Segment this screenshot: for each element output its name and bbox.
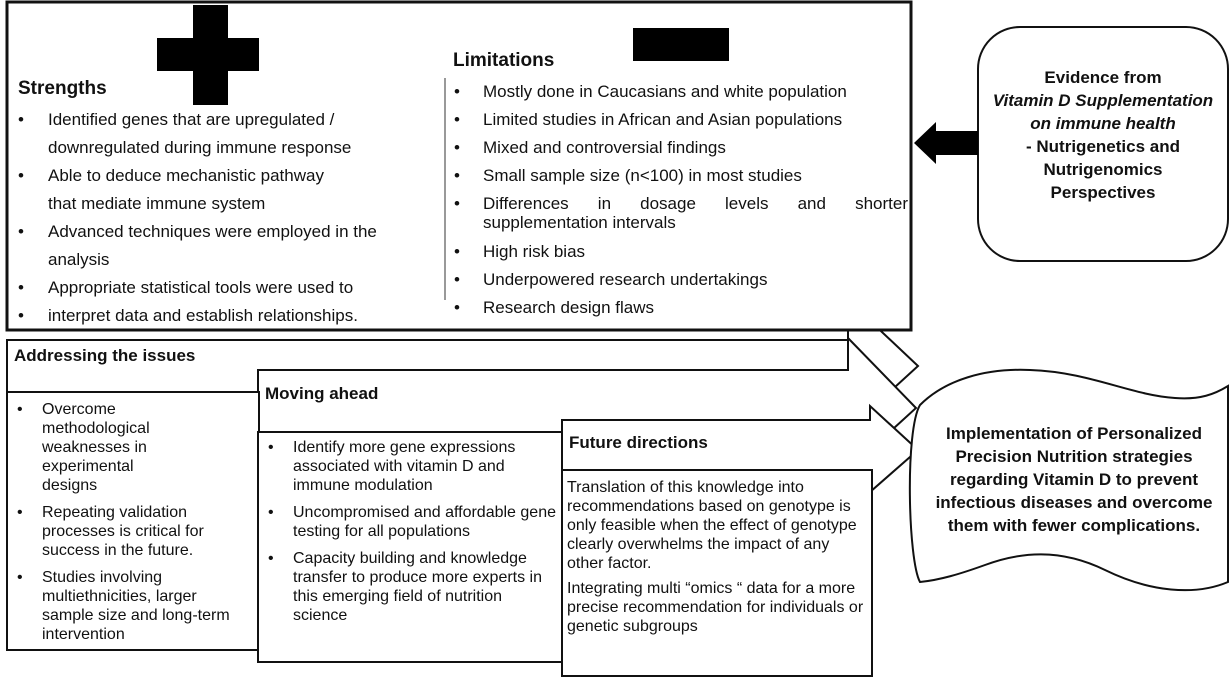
list-item: Small sample size (n<100) in most studie… [446, 162, 908, 190]
future-paragraph: Integrating multi “omics “ data for a mo… [567, 580, 864, 635]
list-item: Research design flaws [446, 294, 908, 322]
future-paragraph: Translation of this knowledge into recom… [567, 479, 857, 572]
list-item: Mixed and controversial findings [446, 134, 908, 162]
future-text: Translation of this knowledge into recom… [567, 478, 867, 642]
strengths-list: Identified genes that are upregulated / … [18, 106, 398, 330]
minus-icon [633, 28, 729, 61]
evidence-text: Evidence from Vitamin D Supplementation … [990, 66, 1216, 204]
evidence-line1: Evidence from [1044, 68, 1162, 87]
plus-icon-h [157, 38, 259, 71]
list-item: Identified genes that are upregulated / … [18, 106, 393, 162]
list-item: Overcome methodological weaknesses in ex… [12, 400, 192, 495]
list-item: Appropriate statistical tools were used … [18, 274, 398, 302]
addressing-list: Overcome methodological weaknesses in ex… [12, 400, 252, 652]
addressing-title: Addressing the issues [14, 346, 196, 365]
list-item: interpret data and establish relationshi… [18, 302, 398, 330]
list-item: Differences in dosage levels and shorter… [446, 194, 908, 232]
list-item: Studies involving multiethnicities, larg… [12, 568, 232, 644]
list-item: High risk bias [446, 238, 908, 266]
list-item: Limited studies in African and Asian pop… [446, 106, 908, 134]
list-item: Able to deduce mechanistic pathway that … [18, 162, 348, 218]
list-item: Capacity building and knowledge transfer… [263, 549, 559, 625]
list-item: Advanced techniques were employed in the… [18, 218, 388, 274]
limitations-title: Limitations [453, 50, 555, 71]
moving-title: Moving ahead [265, 384, 379, 403]
list-item: Identify more gene expressions associate… [263, 438, 533, 495]
moving-list: Identify more gene expressions associate… [263, 438, 559, 633]
implementation-shape [908, 368, 1229, 592]
limitations-list: Mostly done in Caucasians and white popu… [446, 78, 908, 322]
strengths-title: Strengths [18, 78, 107, 99]
list-item: Underpowered research undertakings [446, 266, 908, 294]
list-item: Repeating validation processes is critic… [12, 503, 252, 560]
left-arrow-icon [914, 122, 978, 164]
future-box [561, 469, 873, 677]
implementation-text: Implementation of Personalized Precision… [935, 424, 1213, 535]
list-item: Uncompromised and affordable gene testin… [263, 503, 559, 541]
list-item: Mostly done in Caucasians and white popu… [446, 78, 908, 106]
future-title: Future directions [569, 433, 708, 452]
evidence-line3: - Nutrigenetics and Nutrigenomics Perspe… [1026, 137, 1180, 202]
evidence-line2: Vitamin D Supplementation on immune heal… [992, 91, 1214, 133]
